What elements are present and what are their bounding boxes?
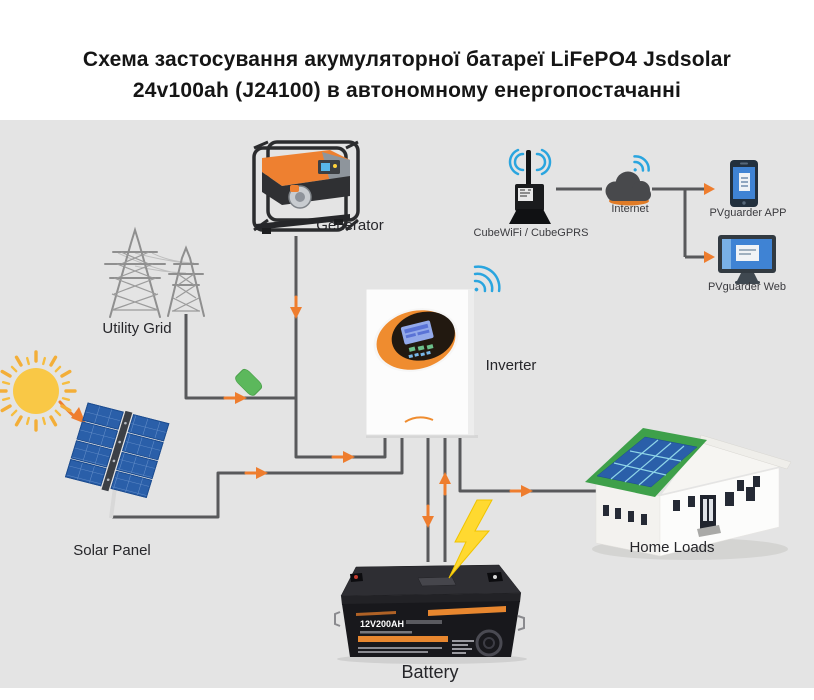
- page-title: Схема застосування акумуляторної батареї…: [0, 44, 814, 106]
- wire-inverter-to-home: [458, 435, 600, 493]
- wire-grid-to-junction: [184, 314, 296, 400]
- wire-cloud-branch: [652, 187, 687, 257]
- battery-icon: 12V200AH: [334, 564, 527, 664]
- flow-arrow-icon: [704, 183, 715, 195]
- inverter-logo: [404, 416, 434, 423]
- flow-arrow-icon: [509, 485, 533, 497]
- cubewifi-icon: [508, 148, 552, 224]
- flow-arrow-icon: [223, 392, 247, 404]
- battery-label: Battery: [401, 662, 459, 682]
- wire-solar-to-inverter: [112, 435, 404, 519]
- flow-arrow-icon: [439, 472, 451, 496]
- flow-arrow-icon: [704, 251, 715, 263]
- home-loads-label: Home Loads: [629, 539, 715, 556]
- utility-grid-label: Utility Grid: [102, 320, 172, 337]
- solar-panel-label: Solar Panel: [73, 542, 151, 559]
- generator-icon: [252, 140, 360, 234]
- flow-arrow-icon: [290, 295, 302, 319]
- flow-arrow-icon: [331, 451, 355, 463]
- sun-icon: [0, 350, 77, 432]
- internet-cloud-icon: [605, 155, 651, 206]
- wifi-icon: [473, 265, 501, 293]
- pvguarder-web-icon: [718, 235, 776, 284]
- home-loads-icon: [585, 428, 792, 560]
- cubewifi-label: CubeWiFi / CubeGPRS: [473, 227, 589, 239]
- title-line-2: 24v100ah (J24100) в автономному енергопо…: [132, 79, 682, 102]
- flow-arrow-icon: [244, 467, 268, 479]
- pvguarder-web-label: PVguarder Web: [707, 281, 787, 293]
- flow-arrows: [58, 183, 715, 528]
- solar-panel-icon: [64, 368, 263, 519]
- lightning-icon: [448, 499, 493, 579]
- pvguarder-app-icon: [730, 160, 758, 207]
- generator-label: Generator: [316, 217, 384, 234]
- pvguarder-app-label: PVguarder APP: [709, 207, 787, 219]
- inverter-icon: [365, 265, 501, 438]
- title-line-1: Схема застосування акумуляторної батареї…: [82, 48, 732, 71]
- internet-label: Internet: [611, 203, 649, 215]
- inverter-label: Inverter: [485, 357, 537, 374]
- battery-model-text: 12V200AH: [360, 619, 404, 629]
- cloud-wifi-icon: [633, 155, 650, 172]
- wires: [112, 187, 704, 562]
- inverter-display: [373, 308, 459, 372]
- flow-arrow-icon: [422, 504, 434, 528]
- utility-grid-icon: [104, 226, 205, 318]
